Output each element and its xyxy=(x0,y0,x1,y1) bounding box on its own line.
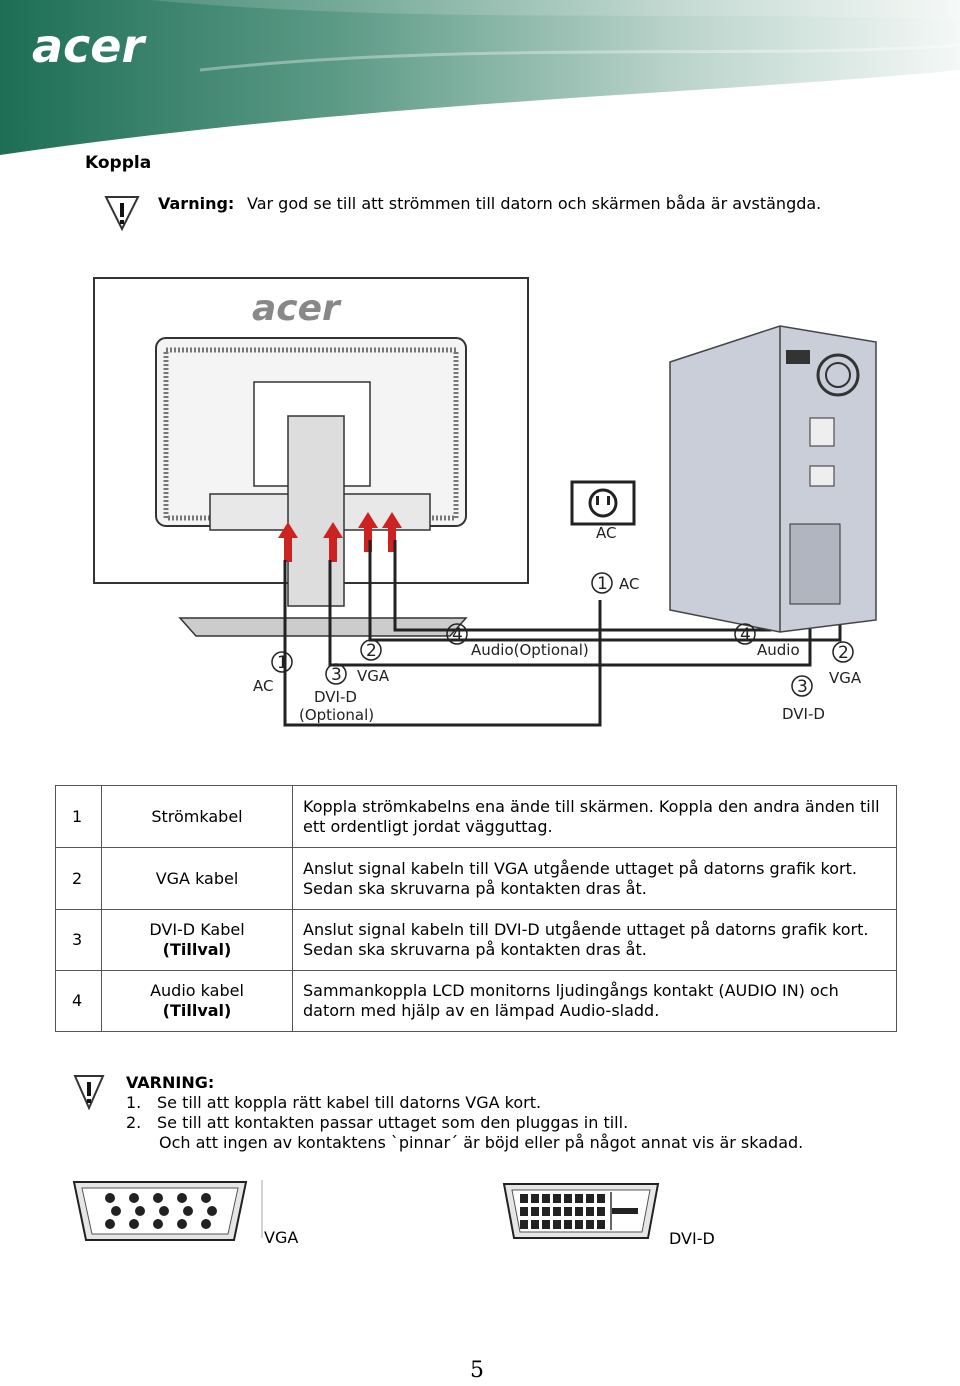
cable-name-text: DVI-D Kabel xyxy=(149,920,245,939)
cable-optional: (Tillval) xyxy=(162,1001,232,1020)
cable-description: Anslut signal kabeln till VGA utgående u… xyxy=(292,847,897,910)
wall-outlet xyxy=(570,480,636,526)
desc-line: Sammankoppla LCD monitorns ljudingångs k… xyxy=(303,981,839,1000)
desc-line: Sedan ska skruvarna på kontakten dras åt… xyxy=(303,878,647,898)
label-vga-left: VGA xyxy=(357,667,390,685)
cable-name-text: Strömkabel xyxy=(151,806,243,826)
section-title: Koppla xyxy=(85,153,152,173)
label-ac-left: AC xyxy=(253,677,273,695)
row-number: 3 xyxy=(55,909,102,971)
table-row: 3 DVI-D Kabel(Tillval) Anslut signal kab… xyxy=(55,909,897,971)
cable-description: Koppla strömkabelns ena ände till skärme… xyxy=(292,785,897,848)
cable-description: Anslut signal kabeln till DVI-D utgående… xyxy=(292,909,897,971)
warning-icon xyxy=(104,196,140,231)
list-item: 1. Se till att koppla rätt kabel till dat… xyxy=(126,1093,803,1113)
num-4-right: 4 xyxy=(740,625,751,645)
monitor-back: acer xyxy=(93,277,529,637)
warning-text: Var god se till att strömmen till datorn… xyxy=(247,194,822,213)
num-2-left: 2 xyxy=(366,641,377,661)
cable-name: Strömkabel xyxy=(101,785,293,848)
desc-line: datorn med hjälp av en lämpad Audio-slad… xyxy=(303,1001,660,1020)
warning-heading: VARNING: xyxy=(126,1073,215,1092)
header-banner: acer xyxy=(0,0,960,155)
vga-connector-illustration xyxy=(72,1180,263,1241)
num-4-left: 4 xyxy=(452,625,463,645)
header-logo: acer xyxy=(32,19,148,73)
list-number: 2. xyxy=(126,1113,142,1132)
cable-name-text: VGA kabel xyxy=(155,868,239,888)
table-row: 4 Audio kabel(Tillval) Sammankoppla LCD … xyxy=(55,970,897,1032)
list-continuation: Och att ingen av kontaktens `pinnar´ är … xyxy=(159,1133,804,1152)
list-number: 1. xyxy=(126,1093,142,1112)
desc-line: ett ordentligt jordat vägguttag. xyxy=(303,816,553,836)
row-number: 4 xyxy=(55,970,102,1032)
num-1-right: 1 xyxy=(597,574,608,594)
row-number: 1 xyxy=(55,785,102,848)
cable-name: DVI-D Kabel(Tillval) xyxy=(101,909,293,971)
vga-label: VGA xyxy=(264,1228,299,1247)
label-audio-optional: Audio(Optional) xyxy=(471,641,589,659)
num-3-left: 3 xyxy=(331,665,342,685)
warning-block: VARNING: 1. Se till att koppla rätt kabel… xyxy=(126,1073,803,1153)
page-number: 5 xyxy=(470,1358,484,1383)
cable-table: 1 Strömkabel Koppla strömkabelns ena änd… xyxy=(55,785,897,1032)
row-number: 2 xyxy=(55,847,102,910)
label-vga-right: VGA xyxy=(829,669,862,687)
warning-label: Varning: xyxy=(158,194,235,213)
list-item: 2. Se till att kontakten passar uttaget s… xyxy=(126,1113,803,1133)
list-text: Se till att kontakten passar uttaget som… xyxy=(157,1113,629,1132)
desc-line: Sedan ska skruvarna på kontakten dras åt… xyxy=(303,940,647,959)
label-dvid-right: DVI-D xyxy=(782,705,825,723)
cable-name: VGA kabel xyxy=(101,847,293,910)
cable-description: Sammankoppla LCD monitorns ljudingångs k… xyxy=(292,970,897,1032)
desc-line: Anslut signal kabeln till VGA utgående u… xyxy=(303,858,857,878)
label-ac-right: AC xyxy=(619,575,639,593)
cable-optional: (Tillval) xyxy=(162,940,232,959)
label-ac-outlet: AC xyxy=(596,524,616,542)
label-audio-right: Audio xyxy=(757,641,800,659)
num-2-right: 2 xyxy=(838,643,849,663)
monitor-logo: acer xyxy=(252,288,342,329)
label-dvid-left: DVI-D xyxy=(314,688,357,706)
list-text: Se till att koppla rätt kabel till dator… xyxy=(157,1093,542,1112)
num-3-right: 3 xyxy=(797,677,808,697)
dvid-connector-illustration xyxy=(502,1183,660,1239)
desc-line: Koppla strömkabelns ena ände till skärme… xyxy=(303,796,880,816)
connection-diagram: acer AC 1 AC 1 AC 3 DVI-D (Opti xyxy=(93,277,877,727)
pc-tower xyxy=(669,325,877,633)
table-row: 1 Strömkabel Koppla strömkabelns ena änd… xyxy=(55,785,897,848)
cable-name-text: Audio kabel xyxy=(150,981,244,1000)
warning-icon xyxy=(73,1075,105,1110)
desc-line: Anslut signal kabeln till DVI-D utgående… xyxy=(303,920,869,939)
num-1-left: 1 xyxy=(277,653,288,673)
cable-name: Audio kabel(Tillval) xyxy=(101,970,293,1032)
label-dvid-optional: (Optional) xyxy=(299,706,374,724)
dvid-label: DVI-D xyxy=(669,1229,715,1248)
table-row: 2 VGA kabel Anslut signal kabeln till VG… xyxy=(55,847,897,910)
port-arrows xyxy=(278,512,402,562)
